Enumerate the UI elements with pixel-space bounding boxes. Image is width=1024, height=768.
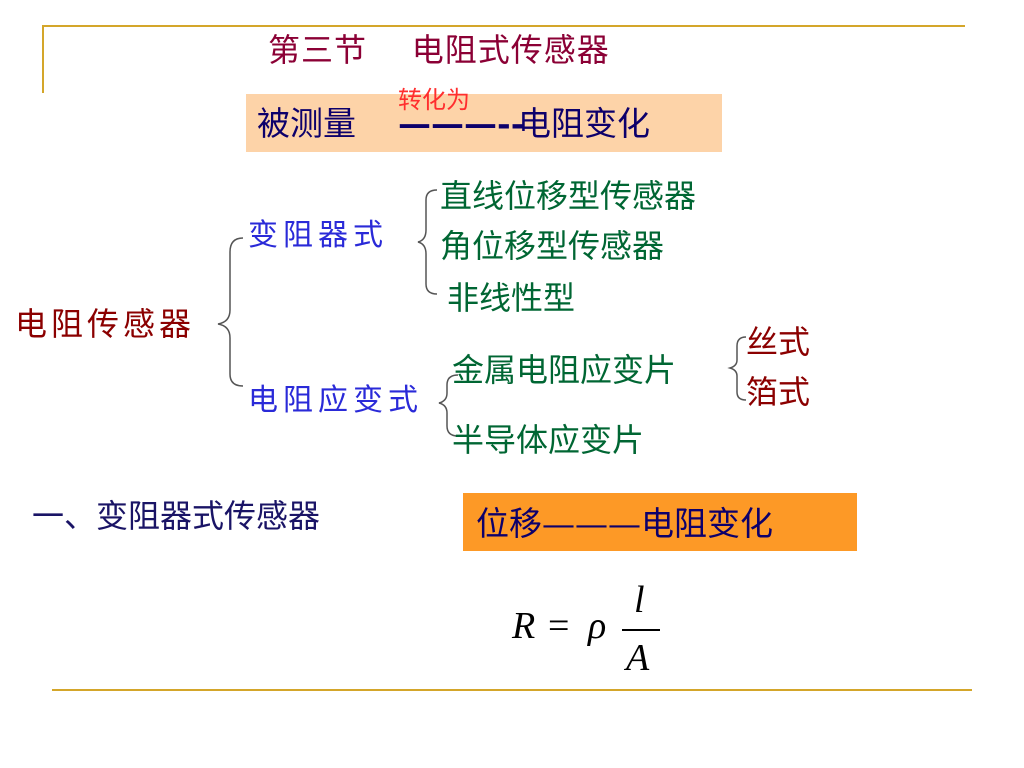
sub-item-wire: 丝式: [746, 323, 811, 361]
intro-right-text: 电阻变化: [518, 104, 650, 143]
fraction-bar: [622, 629, 660, 631]
intro-left-text: 被测量: [257, 104, 356, 143]
formula-numerator: l: [634, 579, 645, 621]
branch1-item-nonlinear: 非线性型: [447, 279, 576, 317]
branch-label-rheostat: 变阻器式: [248, 218, 388, 253]
formula-equals: =: [548, 605, 570, 647]
formula-rho: ρ: [588, 605, 607, 647]
left-rule: [42, 25, 44, 93]
formula-lhs: R: [512, 605, 536, 647]
top-rule: [42, 25, 965, 27]
displacement-box-text: 位移———电阻变化: [476, 504, 773, 543]
branch1-item-angular: 角位移型传感器: [440, 227, 665, 265]
sub-item-foil: 箔式: [746, 373, 811, 411]
displacement-box: [463, 493, 857, 551]
bottom-rule: [52, 689, 972, 691]
intro-box: [246, 94, 722, 152]
intro-dash: ———--: [398, 104, 525, 143]
branch1-item-linear: 直线位移型传感器: [440, 177, 697, 215]
section-heading: 一、变阻器式传感器: [32, 497, 321, 535]
branch2-item-metal: 金属电阻应变片: [452, 351, 677, 389]
formula-denominator: A: [626, 637, 650, 679]
branch-label-strain: 电阻应变式: [248, 383, 423, 418]
tree-root: 电阻传感器: [15, 305, 196, 343]
intro-annotation: 转化为: [398, 86, 470, 114]
slide-title: 第三节 电阻式传感器: [268, 31, 610, 69]
branch2-item-semiconductor: 半导体应变片: [452, 421, 645, 459]
